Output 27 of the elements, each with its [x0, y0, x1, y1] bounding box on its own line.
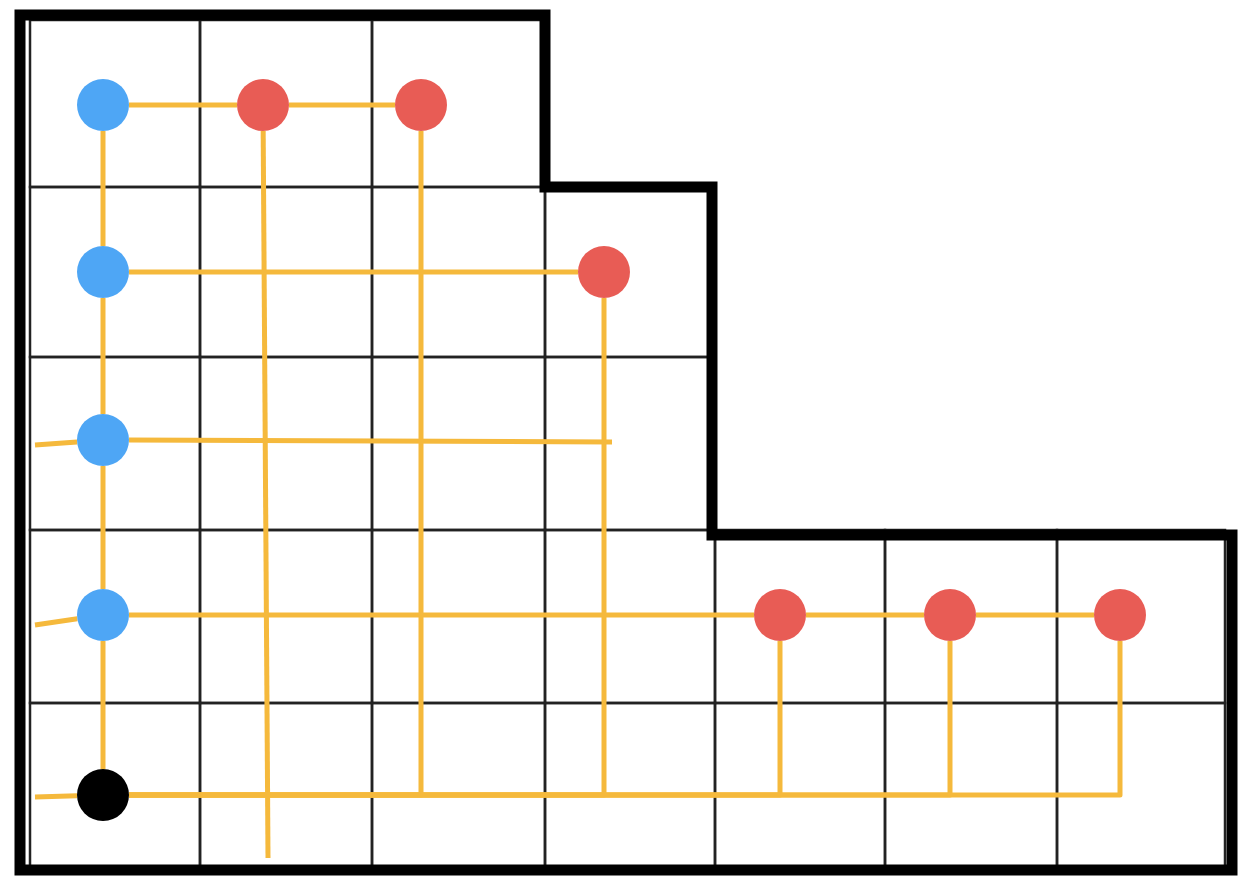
- dot: [77, 246, 129, 298]
- dot: [237, 79, 289, 131]
- connector-line: [129, 612, 754, 618]
- dot: [77, 79, 129, 131]
- dot: [578, 246, 630, 298]
- connector-line: [34, 616, 78, 628]
- connector-line: [34, 439, 78, 448]
- connector-line: [129, 437, 612, 445]
- connector-line: [129, 641, 1123, 798]
- connector-line: [34, 793, 78, 800]
- connector-line: [806, 612, 924, 618]
- connector-line: [289, 102, 395, 108]
- connector-line: [100, 131, 106, 246]
- connector-line: [976, 612, 1094, 618]
- dot: [77, 769, 129, 821]
- dot: [754, 589, 806, 641]
- dot: [77, 589, 129, 641]
- connector-line: [100, 298, 106, 414]
- dot: [395, 79, 447, 131]
- connector-line: [100, 641, 106, 769]
- dot: [924, 589, 976, 641]
- connector-line: [129, 102, 237, 108]
- connector-line: [100, 466, 106, 589]
- dot: [77, 414, 129, 466]
- connector-line: [260, 131, 271, 858]
- connector-line: [129, 269, 578, 275]
- dot: [1094, 589, 1146, 641]
